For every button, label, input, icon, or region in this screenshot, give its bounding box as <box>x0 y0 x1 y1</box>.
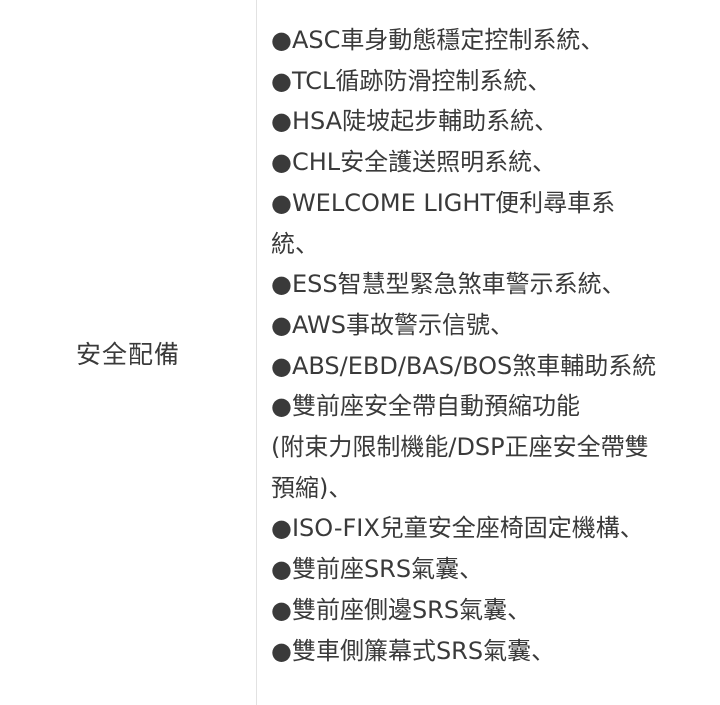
spec-line: 統、 <box>271 229 319 258</box>
spec-line: ●ISO-FIX兒童安全座椅固定機構、 <box>271 514 644 543</box>
spec-item-list: ●ASC車身動態穩定控制系統、 ●TCL循跡防滑控制系統、 ●HSA陡坡起步輔助… <box>271 20 720 671</box>
spec-line: ●雙車側簾幕式SRS氣囊、 <box>271 636 556 665</box>
spec-line: ●ESS智慧型緊急煞車警示系統、 <box>271 270 626 299</box>
spec-line: ●雙前座側邊SRS氣囊、 <box>271 595 532 624</box>
spec-category-label: 安全配備 <box>75 339 180 369</box>
spec-line: ●TCL循跡防滑控制系統、 <box>271 66 552 95</box>
spec-line: ●雙前座安全帶自動預縮功能 <box>271 392 580 421</box>
spec-line: ●雙前座SRS氣囊、 <box>271 555 484 584</box>
spec-line: ●WELCOME LIGHT便利尋車系 <box>271 188 616 217</box>
spec-line: 預縮)、 <box>271 473 353 502</box>
spec-line: ●AWS事故警示信號、 <box>271 310 515 339</box>
column-divider <box>256 0 257 705</box>
spec-line: ●ASC車身動態穩定控制系統、 <box>271 26 605 54</box>
spec-line: (附束力限制機能/DSP正座安全帶雙 <box>271 433 649 462</box>
spec-line: ●CHL安全護送照明系統、 <box>271 148 557 177</box>
spec-line: ●ABS/EBD/BAS/BOS煞車輔助系統 <box>271 351 657 380</box>
spec-line: ●HSA陡坡起步輔助系統、 <box>271 107 559 136</box>
